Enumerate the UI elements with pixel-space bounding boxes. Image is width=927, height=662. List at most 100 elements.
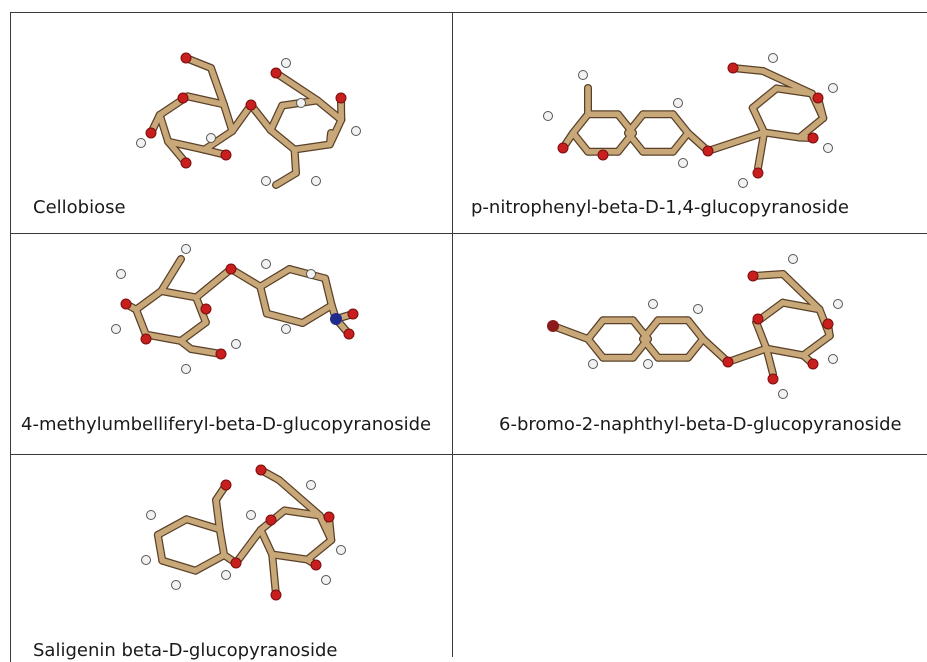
hydrogen-atom: [788, 254, 798, 264]
bond: [291, 141, 333, 153]
hydrogen-atom: [768, 53, 778, 63]
hydrogen-atom: [306, 269, 316, 279]
bond: [158, 256, 184, 294]
hydrogen-atom: [171, 580, 181, 590]
oxygen-atom: [215, 348, 227, 360]
bond: [763, 345, 807, 359]
bond: [760, 68, 815, 97]
bond: [269, 551, 279, 598]
oxygen-atom: [120, 298, 132, 310]
bond: [273, 70, 321, 104]
bond: [276, 477, 323, 519]
bromine-atom: [547, 320, 559, 332]
oxygen-atom: [347, 308, 359, 320]
bond: [670, 130, 691, 155]
grid-line-row1: [10, 233, 927, 234]
bond: [780, 271, 823, 313]
bond: [177, 319, 209, 344]
bond: [800, 333, 833, 359]
hydrogen-atom: [833, 299, 843, 309]
caption-saligenin-glucopyranoside: Saligenin beta-D-glucopyranoside: [33, 640, 338, 661]
bond: [184, 93, 227, 108]
cell-bromonaphthyl-glucopyranoside: 6-bromo-2-naphthyl-beta-D-glucopyranosid…: [453, 234, 927, 454]
hydrogen-atom: [306, 480, 316, 490]
saligenin-glucopyranoside-structure: [141, 464, 346, 601]
hydrogen-atom: [823, 143, 833, 153]
bond: [201, 128, 236, 153]
bond: [749, 105, 767, 136]
bond: [322, 275, 335, 309]
bond: [159, 557, 199, 574]
hydrogen-atom: [296, 98, 306, 108]
bond: [155, 532, 166, 564]
oxygen-atom: [310, 559, 322, 571]
oxygen-atom: [323, 511, 335, 523]
oxygen-atom: [140, 333, 152, 345]
hydrogen-atom: [693, 304, 703, 314]
caption-pnp-glucopyranoside: p-nitrophenyl-beta-D-1,4-glucopyranoside: [471, 197, 849, 218]
caption-bromonaphthyl-glucopyranoside: 6-bromo-2-naphthyl-beta-D-glucopyranosid…: [499, 414, 902, 435]
cell-saligenin-glucopyranoside: Saligenin beta-D-glucopyranoside: [11, 455, 452, 662]
hydrogen-atom: [141, 555, 151, 565]
oxygen-atom: [752, 167, 764, 179]
bond: [273, 170, 299, 188]
oxygen-atom: [752, 313, 764, 325]
hydrogen-atom: [578, 70, 588, 80]
bond: [570, 111, 591, 136]
grid-line-row2: [10, 454, 927, 455]
bond: [192, 552, 227, 574]
bond: [625, 130, 646, 155]
oxygen-atom: [727, 62, 739, 74]
bond: [267, 127, 298, 153]
oxygen-atom: [822, 318, 834, 330]
bond: [705, 129, 767, 154]
pnp-glucopyranoside-structure: [543, 53, 838, 188]
bond: [314, 97, 345, 123]
oxygen-atom: [747, 270, 759, 282]
bond: [267, 102, 285, 133]
hydrogen-atom: [136, 138, 146, 148]
oxygen-atom: [557, 142, 569, 154]
bond: [165, 138, 208, 153]
bond: [670, 111, 691, 136]
bond: [749, 85, 780, 111]
hydrogen-atom: [828, 354, 838, 364]
bond: [327, 130, 334, 148]
hydrogen-atom: [281, 324, 291, 334]
hydrogen-atom: [678, 158, 688, 168]
hydrogen-atom: [321, 575, 331, 585]
nitrogen-atom: [330, 313, 342, 325]
bond: [299, 302, 335, 326]
bond: [213, 497, 223, 533]
bond: [761, 129, 803, 141]
oxygen-atom: [265, 514, 277, 526]
oxygen-atom: [767, 373, 779, 385]
oxygen-atom: [180, 52, 192, 64]
oxygen-atom: [597, 149, 609, 161]
oxygen-atom: [220, 479, 232, 491]
hydrogen-atom: [281, 58, 291, 68]
bond: [755, 129, 767, 171]
oxygen-atom: [225, 263, 237, 275]
cell-empty: [453, 455, 927, 662]
bromonaphthyl-glucopyranoside-structure: [547, 254, 843, 399]
bond: [685, 317, 706, 342]
bond: [685, 336, 706, 361]
bond: [228, 266, 264, 290]
hydrogen-atom: [336, 545, 346, 555]
hydrogen-atom: [261, 259, 271, 269]
bond: [763, 345, 776, 377]
hydrogen-atom: [673, 98, 683, 108]
oxygen-atom: [807, 358, 819, 370]
caption-cellobiose: Cellobiose: [33, 197, 126, 218]
bond: [264, 310, 306, 326]
mu-glucopyranoside-structure: [111, 244, 359, 374]
bond: [700, 336, 731, 365]
hydrogen-atom: [181, 244, 191, 254]
cellobiose-structure: [136, 52, 361, 189]
oxygen-atom: [343, 328, 355, 340]
hydrogen-atom: [351, 126, 361, 136]
bond: [779, 299, 823, 313]
oxygen-atom: [230, 557, 242, 569]
oxygen-atom: [220, 149, 232, 161]
